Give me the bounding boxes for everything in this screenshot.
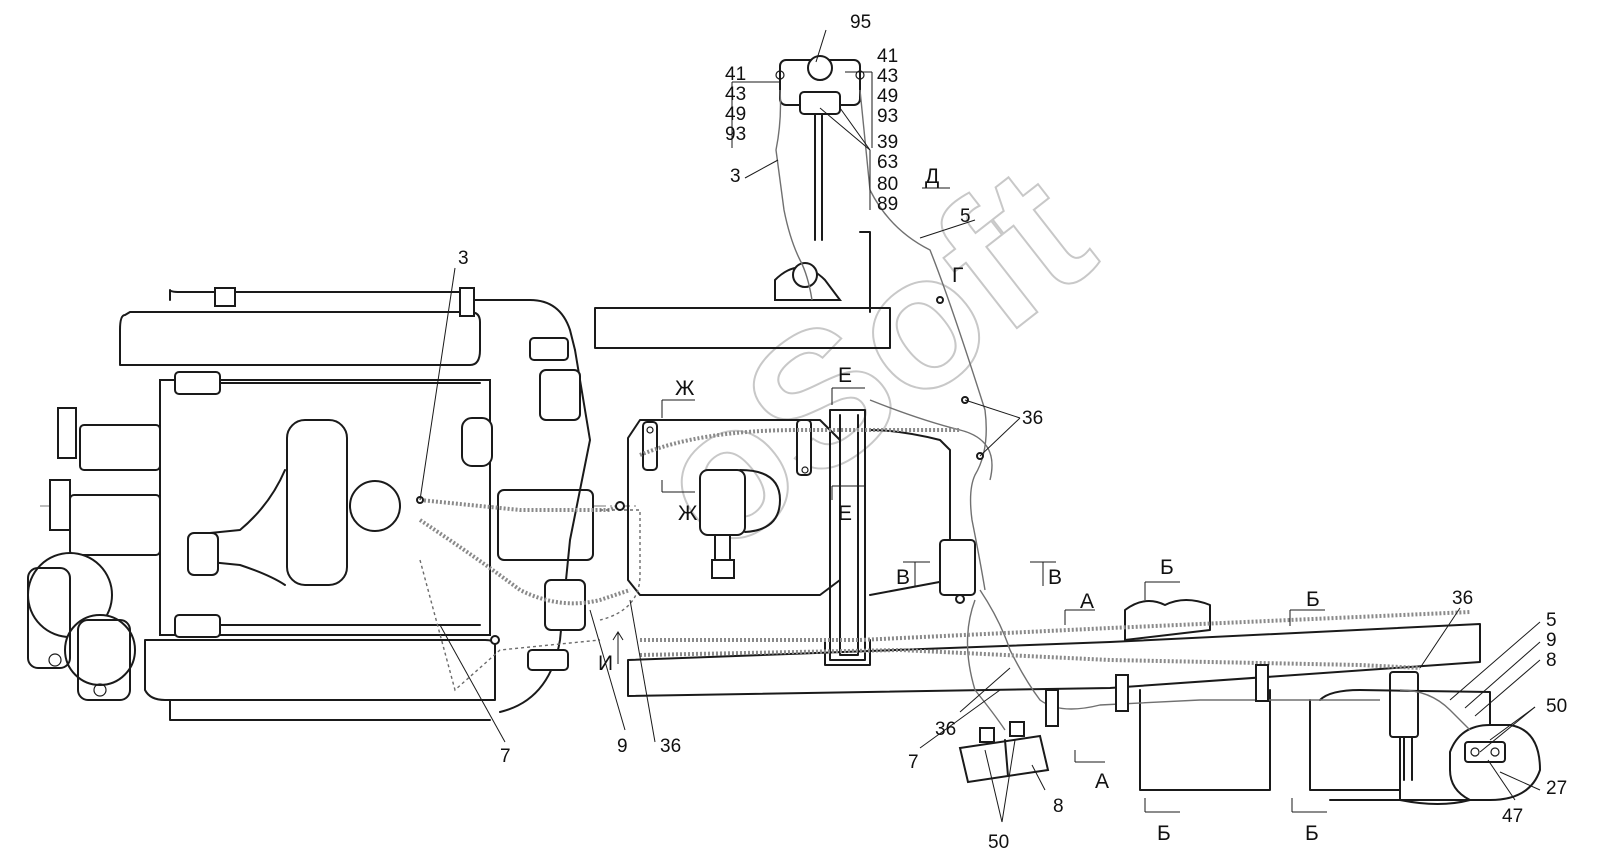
section-a-top: А: [1080, 590, 1094, 613]
frame-lower-rail: [627, 623, 1481, 697]
rear-receiver: [1449, 724, 1542, 801]
pipe-9-lower: [419, 559, 601, 692]
section-zh-top: Ж: [675, 377, 695, 400]
gearbox-mount-hidden: [599, 509, 641, 621]
section-v-right: В: [1048, 566, 1062, 589]
pipe-rear-main: [640, 610, 1471, 642]
section-g: Г: [952, 264, 963, 287]
callout-41-left: 41: [725, 64, 746, 85]
callout-27-right: 27: [1546, 778, 1567, 799]
section-e-mid: Е: [838, 502, 852, 525]
callout-8-right: 8: [1546, 650, 1557, 671]
cylinder-fitting: [349, 480, 401, 532]
callout-89: 89: [877, 194, 898, 215]
alternator: [79, 424, 161, 471]
callout-5-top: 5: [960, 206, 971, 227]
pipe-7: [418, 518, 631, 606]
section-markers: [612, 187, 1327, 813]
section-b-3: Б: [1157, 822, 1171, 845]
section-zh-mid: Ж: [678, 502, 698, 525]
pipe-rear-lower: [639, 647, 1421, 670]
callout-3-mid: 3: [458, 248, 469, 269]
callout-7-left: 7: [500, 746, 511, 767]
hose-7-down: [966, 599, 1006, 731]
rail-clamps: [1045, 664, 1269, 727]
upper-support: [774, 262, 842, 301]
leader-lines: [419, 29, 1541, 823]
callout-7-center: 7: [908, 752, 919, 773]
callout-49-right: 49: [877, 86, 898, 107]
engine: [27, 287, 594, 721]
gearbox: [627, 419, 841, 596]
section-i: И: [598, 652, 613, 675]
callout-41-right: 41: [877, 46, 898, 67]
intake-manifold: [286, 419, 348, 586]
starter: [69, 494, 161, 556]
left-filter-2: [64, 614, 136, 686]
frame-upper-rail: [594, 307, 891, 349]
callout-50-center: 50: [988, 832, 1009, 853]
section-a-bottom: А: [1095, 770, 1109, 793]
brake-valve: [775, 55, 871, 313]
front-receiver: [958, 721, 1050, 784]
hose-9-rear: [1399, 689, 1471, 731]
callout-93-left: 93: [725, 124, 746, 145]
hose-36-bend: [869, 399, 993, 481]
callout-8-center: 8: [1053, 796, 1064, 817]
cab-mount-bracket: [869, 429, 976, 596]
callout-5-right: 5: [1546, 610, 1557, 631]
callout-36-center: 36: [935, 719, 956, 740]
pipe-gearbox-top: [639, 428, 960, 457]
callout-9-right: 9: [1546, 630, 1557, 651]
callout-93-right: 93: [877, 106, 898, 127]
hose-36-down: [979, 589, 1380, 710]
section-b-4: Б: [1305, 822, 1319, 845]
section-b-1: Б: [1160, 556, 1174, 579]
callout-49-left: 49: [725, 104, 746, 125]
section-e-top: Е: [838, 364, 852, 387]
section-b-2: Б: [1306, 588, 1320, 611]
rear-axle: [1124, 599, 1491, 805]
callout-63: 63: [877, 152, 898, 173]
callout-39: 39: [877, 132, 898, 153]
callout-36-low: 36: [660, 736, 681, 757]
callout-3-top: 3: [730, 166, 741, 187]
pipe-engine-gearbox: [419, 498, 621, 512]
section-d: Д: [925, 165, 939, 188]
oil-filler-cap: [461, 417, 493, 467]
callout-95: 95: [850, 12, 871, 33]
gearbox-valve: [699, 469, 746, 536]
callout-43-right: 43: [877, 66, 898, 87]
callout-9-left: 9: [617, 736, 628, 757]
callout-36-mid: 36: [1022, 408, 1043, 429]
callout-36-right: 36: [1452, 588, 1473, 609]
callout-43-left: 43: [725, 84, 746, 105]
callout-50-right: 50: [1546, 696, 1567, 717]
callout-80: 80: [877, 174, 898, 195]
hose-3-top: [775, 89, 813, 301]
callout-47-right: 47: [1502, 806, 1523, 827]
section-v-left: В: [896, 566, 910, 589]
